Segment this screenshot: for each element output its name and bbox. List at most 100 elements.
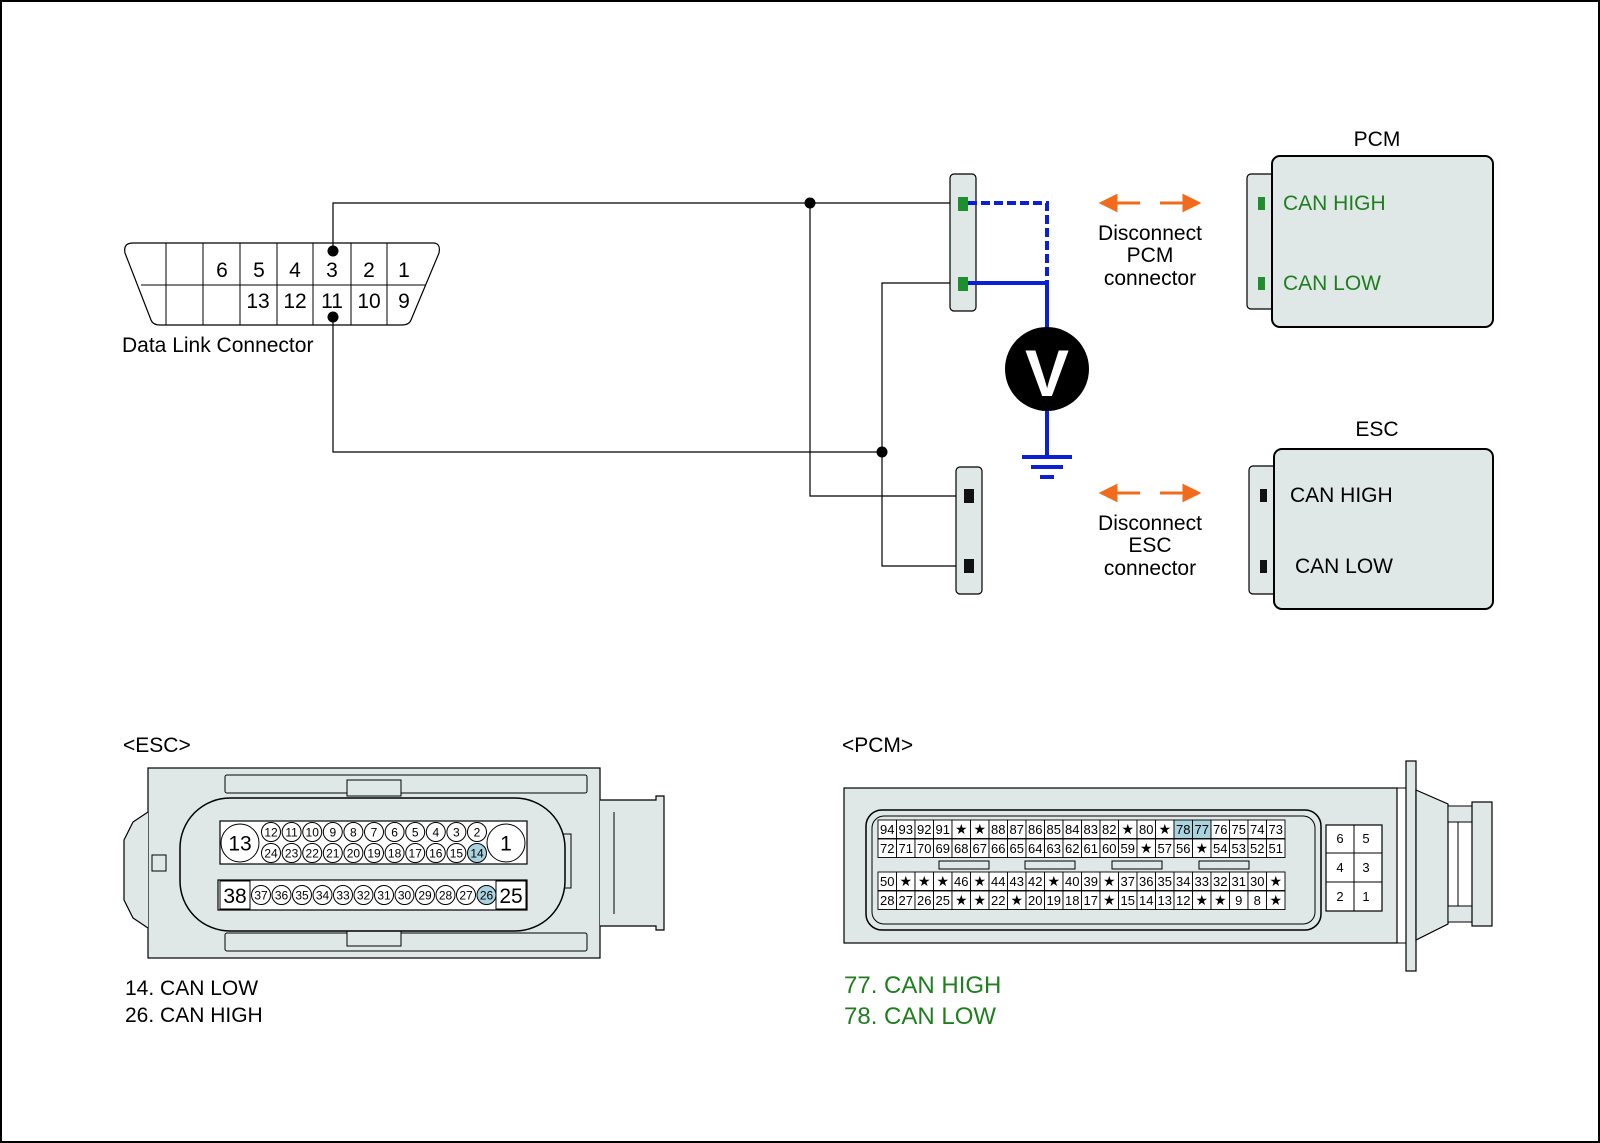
esc-can-low-label: CAN LOW	[1295, 555, 1393, 578]
esc-pin	[353, 885, 374, 905]
pcm-pin-label: ★	[1121, 821, 1134, 837]
pcm-power-pin-label: 4	[1336, 860, 1343, 875]
pcm-pin-label: 67	[973, 841, 987, 856]
esc-pin-label: 25	[499, 885, 522, 908]
can-low-wire	[332, 317, 882, 453]
esc-pin-label: 21	[326, 846, 340, 860]
pcm-pin-label: ★	[899, 873, 912, 889]
dlc-pin: 6	[216, 259, 228, 282]
pcm-pin-label: 30	[1250, 874, 1264, 889]
can-wiring	[332, 202, 966, 567]
esc-pin	[486, 823, 526, 863]
junction-dot	[804, 197, 816, 209]
dlc-pin: 5	[253, 259, 265, 282]
pcm-pin-label: 22	[991, 893, 1005, 908]
esc-pin-label: 37	[254, 888, 268, 902]
dlc-pin: 2	[363, 259, 375, 282]
pcm-pin-label: 12	[1176, 893, 1190, 908]
pcm-pin-label: 13	[1158, 893, 1172, 908]
dlc-label: Data Link Connector	[122, 334, 313, 357]
esc-pin	[405, 822, 426, 842]
pcm-pin-label: ★	[1269, 873, 1282, 889]
disconnect-pcm-arrows	[1098, 193, 1202, 213]
esc-pin-label: 5	[412, 825, 419, 839]
can-high-wire	[332, 202, 962, 251]
pcm-pin-label: 33	[1195, 874, 1209, 889]
pcm-pin-label: 25	[936, 893, 950, 908]
esc-legend-line: 26. CAN HIGH	[125, 1004, 263, 1027]
esc-pin	[446, 822, 467, 842]
pcm-pin-label: ★	[1103, 873, 1116, 889]
pcm-pin-label: 68	[954, 841, 968, 856]
pcm-key-slot	[1111, 860, 1163, 870]
pcm-pin-label: 40	[1065, 874, 1079, 889]
pcm-pin-label: 78	[1176, 822, 1190, 837]
pcm-pin-label: ★	[1195, 840, 1208, 856]
pcm-key-slot	[1198, 860, 1250, 870]
esc-pin	[281, 822, 302, 842]
esc-pin	[271, 885, 292, 905]
pcm-pin-label: 32	[1213, 874, 1227, 889]
pcm-pin-label: 80	[1139, 822, 1153, 837]
esc-legend-line: 14. CAN LOW	[125, 977, 258, 1000]
esc-pin-label: 27	[459, 888, 473, 902]
esc-module-pin	[1260, 489, 1267, 502]
disconnect-esc-line: connector	[1104, 557, 1196, 580]
pcm-pin-label: 63	[1047, 841, 1061, 856]
esc-pin-label: 32	[357, 888, 371, 902]
ground-icon	[1022, 455, 1072, 479]
pcm-pin-label: ★	[1269, 892, 1282, 908]
pcm-pin-label: ★	[1010, 892, 1023, 908]
voltmeter-leads	[968, 201, 1049, 455]
esc-connector-title: <ESC>	[123, 734, 191, 757]
esc-pin-label: 36	[275, 888, 289, 902]
pcm-pin-label: 70	[917, 841, 931, 856]
pcm-pin-label: 76	[1213, 822, 1227, 837]
dlc-pin: 1	[398, 259, 410, 282]
disconnect-esc-arrows	[1098, 483, 1202, 503]
pcm-harness-pin	[958, 197, 968, 211]
data-link-connector: 6 5 4 3 2 1 13 12 11 10 9 Data Link Conn…	[122, 242, 440, 357]
pcm-pin	[1266, 871, 1286, 891]
esc-pin	[364, 843, 384, 863]
pcm-pin-label: 34	[1176, 874, 1190, 889]
esc-pin	[333, 885, 353, 905]
pcm-module-title: PCM	[1354, 128, 1401, 151]
esc-pin-label: 38	[223, 885, 246, 908]
pcm-pin-label: 69	[936, 841, 950, 856]
pcm-pin-label: 73	[1269, 822, 1283, 837]
pcm-pin-label: 72	[880, 841, 894, 856]
esc-pin	[261, 822, 281, 842]
esc-module: ESC CAN HIGH CAN LOW	[1248, 418, 1494, 610]
pcm-module-pin	[1258, 277, 1265, 290]
pcm-pin-label: 9	[1235, 893, 1242, 908]
esc-pin-label: 35	[295, 888, 309, 902]
pcm-pin-label: 74	[1250, 822, 1264, 837]
pcm-power-pin-label: 1	[1362, 889, 1369, 904]
pcm-pin-label: 57	[1158, 841, 1172, 856]
pcm-pin-label: 91	[936, 822, 950, 837]
pcm-pin-label: 42	[1028, 874, 1042, 889]
pcm-legend-line: 78. CAN LOW	[844, 1003, 996, 1030]
voltmeter-icon: V	[1005, 327, 1089, 411]
pcm-pin-label: 26	[917, 893, 931, 908]
pcm-pin-label: 94	[880, 822, 894, 837]
pcm-pin-label: ★	[1158, 821, 1171, 837]
pcm-module-pin	[1258, 197, 1265, 210]
esc-pin-label: 1	[500, 833, 512, 856]
esc-pin-label: 8	[350, 825, 357, 839]
pcm-pin-label: 50	[880, 874, 894, 889]
esc-pin	[322, 822, 343, 842]
esc-pin	[394, 885, 415, 905]
esc-pin-label: 26	[480, 888, 494, 902]
pcm-pin-label: 59	[1121, 841, 1135, 856]
pcm-pin-label: 35	[1158, 874, 1172, 889]
esc-pin-label: 29	[418, 888, 432, 902]
dlc-pin: 13	[246, 290, 269, 313]
pcm-pin-label: 54	[1213, 841, 1227, 856]
pcm-harness-pin	[958, 277, 968, 291]
